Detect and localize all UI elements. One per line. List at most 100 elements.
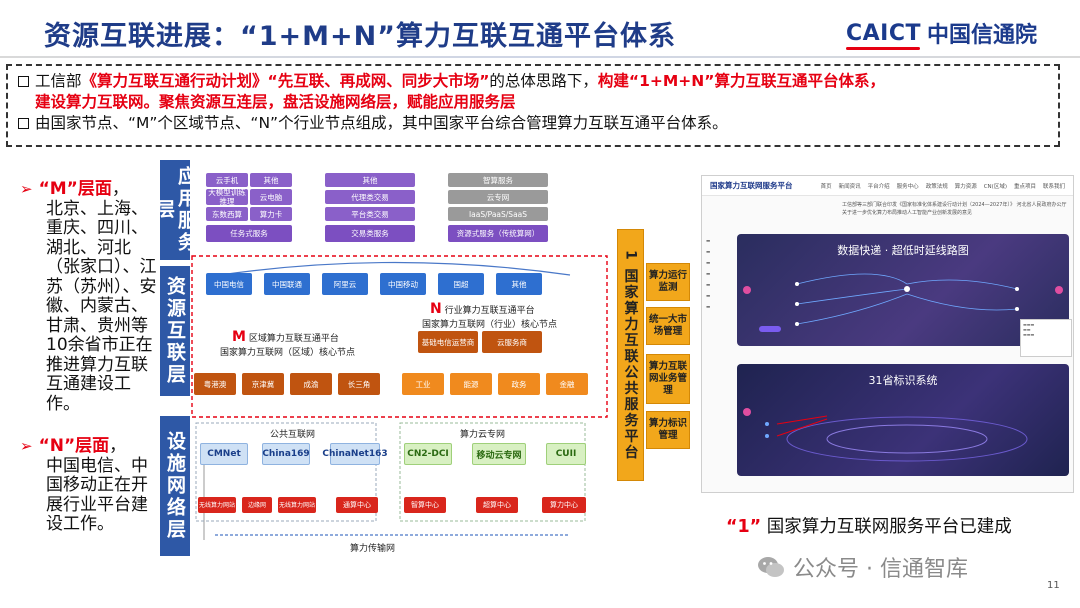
banner-route-map: 数据快递 · 超低时延线路图 [737,234,1069,346]
banner1-title: 数据快递 · 超低时延线路图 [837,244,969,257]
site-news: 工信部等三部门联合印发《国家标准化体系建设行动计划（2024—2027年）》 河… [842,202,1067,216]
dc-node: 无线算力网站 [278,497,316,513]
app-box: 云电脑 [250,189,292,205]
site-nav-item[interactable]: 政策法规 [925,183,948,190]
site-nav-item[interactable]: 首页 [820,183,832,190]
intro-point-2: 由国家节点、“M”个区域节点、“N”个行业节点组成，其中国家平台综合管理算力互联… [18,113,1048,134]
net-cloud-label: 算力云专网 [460,430,506,440]
region-node: 京津冀 [242,373,284,395]
intro-text: 工信部 [35,72,82,90]
site-nav-item[interactable]: 服务中心 [896,183,919,190]
net-box: ChinaNet163 [322,443,388,465]
national-platform: 1 国家算力互联公共服务平台 [617,229,644,481]
intro-highlight: 建设算力互联网。聚焦资源互连层，盘活设施网络层，赋能应用服务层 [35,93,516,111]
n-letter: N [430,301,442,317]
intro-text: 的总体思路下， [489,72,598,90]
transport-label: 算力传输网 [350,544,396,554]
operator-box: 中国电信 [206,273,252,295]
caption-text: 国家算力互联网服务平台已建成 [761,517,1012,537]
logo-swoosh [846,47,920,50]
region-node: 成渝 [290,373,332,395]
app-service-box: 任务式服务 [206,225,292,242]
platform-func: 算力标识管理 [646,411,690,449]
site-nav-item[interactable]: 平台介绍 [867,183,890,190]
site-nav-item[interactable]: CN(区域) [983,183,1007,190]
province-graphic [743,408,1028,462]
site-float-panel: ▬▬▬▬▬▬▬▬ [1020,319,1072,357]
n-note-punct: ， [109,436,127,456]
arrow-right-icon: ➢ [20,180,33,198]
industry-node: 政务 [498,373,540,395]
app-box: 智算服务 [448,173,548,187]
m-note-head: “M”层面 [38,179,112,199]
app-box: 东数西算 [206,207,248,221]
intro-text: 由国家节点、“M”个区域节点、“N”个行业节点组成，其中国家平台综合管理算力互联… [35,114,728,132]
app-service-box: 资源式服务（传统算网） [448,225,548,242]
n-platform-label: N 行业算力互联互通平台 [430,301,535,317]
industry-node: 金融 [546,373,588,395]
dc-node: 无线算力网站 [198,497,236,513]
site-nav-item[interactable]: 联系我们 [1042,183,1065,190]
industry-node: 工业 [402,373,444,395]
site-nav-item[interactable]: 重点项目 [1013,183,1036,190]
n-note-head: “N”层面 [38,436,110,456]
app-box: 平台类交易 [325,207,415,221]
n-note: ➢ “N”层面， 中国电信、中国移动正在开展行业平台建设工作。 [20,436,160,535]
site-nav: 首页 新闻资讯 平台介绍 服务中心 政策法规 算力资源 CN(区域) 重点项目 … [821,182,1065,190]
m-note-body: 北京、上海、重庆、四川、湖北、河北（张家口）、江苏（苏州）、安徽、内蒙古、甘肃、… [46,198,157,414]
site-header: 国家算力互联网服务平台 首页 新闻资讯 平台介绍 服务中心 政策法规 算力资源 … [702,176,1073,196]
m-note: ➢ “M”层面， 北京、上海、重庆、四川、湖北、河北（张家口）、江苏（苏州）、安徽… [20,179,160,414]
arrow-right-icon: ➢ [20,437,33,455]
bullet-square-icon [18,76,29,87]
operator-box: 阿里云 [322,273,368,295]
site-nav-item[interactable]: 算力资源 [954,183,977,190]
n-platform-sub: 国家算力互联网（行业）核心节点 [422,320,558,330]
intro-point-1: 工信部《算力互联互通行动计划》“先互联、再成网、同步大市场”的总体思路下，构建“… [18,71,1048,113]
operator-box: 中国移动 [380,273,426,295]
m-platform-sub: 国家算力互联网（区域）核心节点 [220,348,356,358]
operator-box: 中国联通 [264,273,310,295]
app-box: IaaS/PaaS/SaaS [448,207,548,221]
net-box: China169 [262,443,310,465]
dc-node: 通算中心 [336,497,378,513]
n-node-box: 云服务商 [482,331,542,353]
app-box: 云专网 [448,190,548,204]
m-note-punct: ， [111,179,129,199]
side-notes: ➢“M”层面， 北京、上海、重庆、四川、湖北、河北（张家口）、江苏（苏州）、安徽… [20,179,160,535]
intro-highlight: 构建“1+M+N”算力互联互通平台体系， [597,72,885,90]
site-sidebar: ▬▬▬▬▬▬▬ [706,239,711,310]
region-node: 长三角 [338,373,380,395]
platform-website-screenshot: 国家算力互联网服务平台 首页 新闻资讯 平台介绍 服务中心 政策法规 算力资源 … [701,175,1074,493]
bullet-square-icon [18,118,29,129]
dc-node: 超算中心 [476,497,518,513]
app-box: 算力卡 [250,207,292,221]
net-box: CN2-DCI [404,443,452,465]
n-label-text: 行业算力互联互通平台 [444,306,535,316]
n-note-body: 中国电信、中国移动正在开展行业平台建设工作。 [46,455,148,534]
banner2-title: 31省标识系统 [868,374,938,387]
site-nav-item[interactable]: 新闻资讯 [838,183,861,190]
logo-cn-text: 中国信通院 [927,23,1038,48]
layer-resource: 资源互联层 [160,266,190,396]
caict-logo: CAICT 中国信通院 [846,17,1038,50]
dc-node: 算力中心 [542,497,586,513]
region-node: 粤港澳 [194,373,236,395]
n-node-box: 基础电信运营商 [418,331,478,353]
net-box: CMNet [200,443,248,465]
diagram-connectors [191,255,608,540]
title-divider [0,56,1080,58]
page-title: 资源互联进展：“1+M+N”算力互联互通平台体系 [44,21,676,52]
m-platform-label: M 区域算力互联互通平台 [232,329,339,345]
layer-infra: 设施网络层 [160,416,190,556]
net-box: 移动云专网 [472,443,526,465]
route-map-graphic [743,273,1063,332]
net-box: CUII [546,443,586,465]
app-box: 大模型训练推理 [206,188,248,206]
operator-box: 国超 [438,273,484,295]
platform-func: 算力运行监测 [646,263,690,301]
intro-box: 工信部《算力互联互通行动计划》“先互联、再成网、同步大市场”的总体思路下，构建“… [6,64,1060,147]
wechat-watermark: 公众号 · 信通智库 [757,551,968,583]
app-box: 云手机 [206,173,248,187]
industry-node: 能源 [450,373,492,395]
watermark-text: 公众号 · 信通智库 [793,557,968,582]
